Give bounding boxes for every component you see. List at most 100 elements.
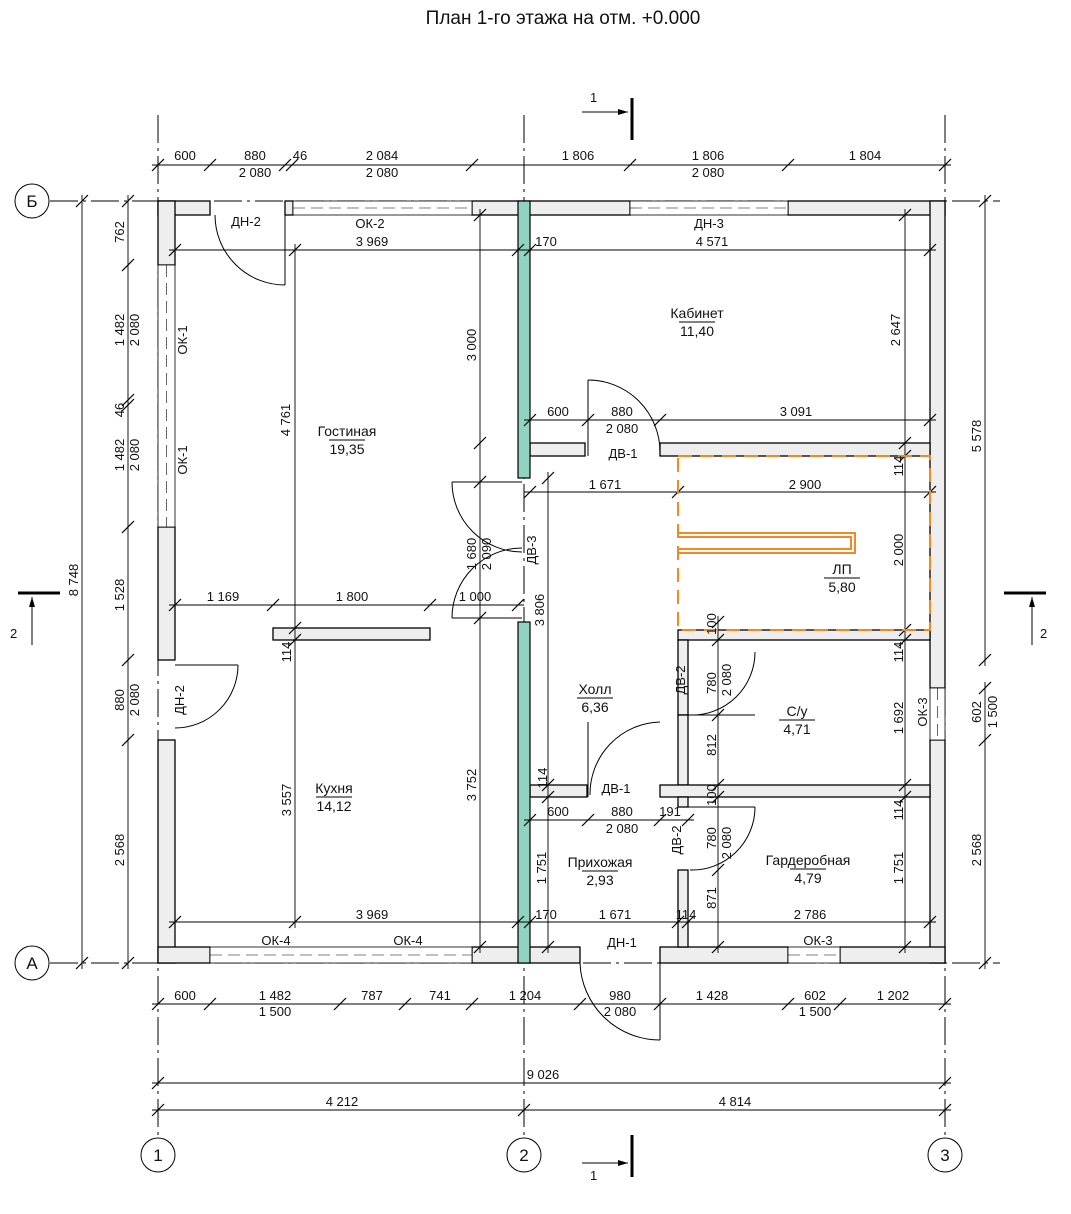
wall [839,946,946,964]
svg-text:1: 1 [590,90,597,105]
dimension-label: 114 [891,642,906,663]
dimension-label: 2 080 [606,821,639,836]
svg-text:1: 1 [590,1168,597,1183]
svg-text:2: 2 [1040,626,1047,641]
dimension-label: 2 080 [127,684,142,717]
dimension-line [75,194,89,970]
wall [157,946,211,964]
dimension-line [523,413,937,427]
wall [677,714,689,786]
dimension-label: 600 [547,404,569,419]
dimension-label: 2 080 [127,314,142,347]
dimension-label: 1 806 [562,148,595,163]
dimension-label: 1 500 [799,1004,832,1019]
wall [529,442,586,457]
dimension-label: 1 482 [112,439,127,472]
dimension-label: 1 751 [891,852,906,885]
door [451,547,523,619]
dimension-label: 1 528 [112,579,127,612]
wall [659,946,789,964]
opening-mark: ОК-3 [803,933,832,948]
dimension-label: 2 080 [127,439,142,472]
dimension-label: 3 557 [279,784,294,817]
window [209,946,473,964]
wall [677,869,689,948]
door [174,664,239,729]
dimension-line [288,243,302,929]
window [787,946,841,964]
dimension-label: 3 091 [780,404,813,419]
dimension-line [978,194,992,667]
wall [929,200,946,689]
opening-mark: ОК-4 [393,933,422,948]
dimension-line [168,915,937,929]
room-area: 14,12 [316,798,351,814]
door [579,962,661,1041]
dimension-line [898,208,912,954]
dimension-line [168,598,525,612]
window [929,687,946,741]
dimension-label: 1 692 [891,702,906,735]
partition-wall [517,621,531,964]
dimension-label: 1 671 [589,477,622,492]
dimension-label: 1 500 [259,1004,292,1019]
dimension-line [151,1103,952,1117]
axis-bubble-b: Б [14,183,50,219]
opening-mark: ДН-2 [172,685,187,715]
dimension-label: 2 080 [606,421,639,436]
dimension-label: 114 [891,800,906,821]
wall [929,739,946,964]
opening-mark: ДВ-2 [669,825,684,854]
dimension-label: 880 [611,804,633,819]
dimension-label: 2 568 [112,834,127,867]
dimension-label: 114 [676,907,697,922]
dimension-label: 1 800 [336,589,369,604]
dimension-line [541,471,555,954]
room-area: 2,93 [586,872,613,888]
heated-floor-zone [677,455,931,631]
dimension-label: 762 [112,221,127,243]
dimension-line [978,681,992,970]
svg-text:3: 3 [940,1146,949,1165]
dimension-label: 1 671 [599,907,632,922]
dimension-label: 600 [174,148,196,163]
room-name: С/у [787,703,808,719]
partition-wall [517,200,531,479]
room-area: 5,80 [828,579,855,595]
dimension-label: 46 [293,148,307,163]
dimension-label: 880 [244,148,266,163]
dimension-label: 2 786 [794,907,827,922]
dimension-label: 1 500 [985,696,1000,729]
opening-mark: ДВ-1 [601,781,630,796]
dimension-label: 600 [174,988,196,1003]
plan-title: План 1-го этажа на отм. +0.000 [426,8,701,29]
room-area: 11,40 [680,323,714,339]
opening-mark: ДВ-1 [608,446,637,461]
dimension-label: 2 568 [969,834,984,867]
dimension-label: 4 571 [696,234,729,249]
dimension-line [151,158,952,172]
dimension-label: 2 080 [239,165,272,180]
wall [471,200,631,216]
dimension-label: 741 [429,988,451,1003]
dimension-label: 170 [535,907,557,922]
door [688,806,756,871]
room-area: 6,36 [581,699,608,715]
dimension-label: 46 [112,403,127,417]
dimension-label: 3 806 [532,594,547,627]
dimension-label: 2 080 [719,827,734,860]
window [157,264,176,528]
door [587,379,661,456]
overall-dimension-label: 9 026 [527,1067,560,1082]
wall [157,200,176,266]
dimension-label: 1 169 [207,589,240,604]
opening-mark: ОК-1 [175,445,190,474]
dimension-label: 2 900 [789,477,822,492]
dimension-label: 602 [969,701,984,723]
overall-dimension-label: 4 814 [719,1094,752,1109]
doors [174,214,756,1041]
walls [157,200,946,964]
axis-bubble-a: А [14,945,50,981]
dimension-label: 114 [891,456,906,477]
